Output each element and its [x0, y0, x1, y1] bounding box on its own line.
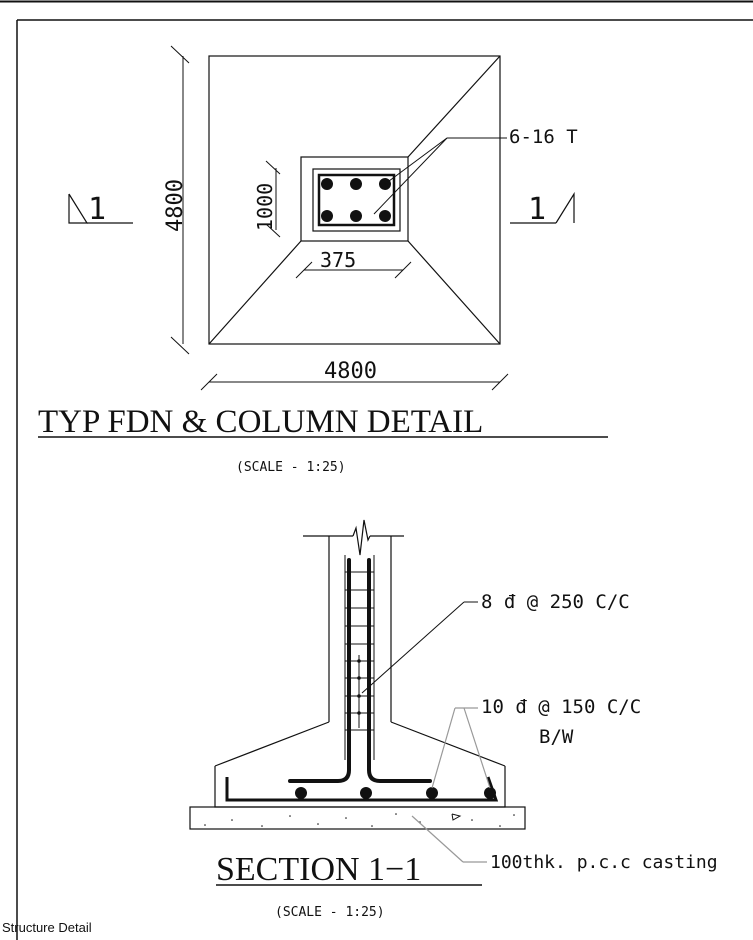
footing-plan — [208, 55, 501, 345]
rebar-leader — [373, 137, 507, 215]
column-bars — [321, 178, 391, 222]
pcc-aggregate — [451, 813, 462, 821]
bottom-bar-leader — [431, 707, 491, 789]
rebar-dot — [379, 210, 391, 222]
column-width-dimension-label: 375 — [320, 248, 356, 272]
bottom-bar-label: 10 đ @ 150 C/C — [481, 696, 641, 718]
column-outline — [312, 168, 401, 232]
section-title: SECTION 1−1 — [216, 851, 421, 888]
pcc-layer — [189, 806, 526, 830]
column-width-dimension — [295, 261, 412, 279]
column-height-dimension — [265, 160, 281, 238]
column-height-dimension-label: 1000 — [253, 183, 277, 231]
slope-line-br — [407, 240, 501, 345]
stirrup-leader — [361, 601, 478, 694]
height-dimension — [170, 45, 190, 355]
rebar-label: 6-16 T — [509, 126, 578, 148]
section-mark-left — [68, 193, 133, 224]
section-outline — [189, 519, 526, 830]
pedestal-outline — [300, 156, 409, 242]
pcc-label: 100thk. p.c.c casting — [490, 852, 718, 873]
section-mark-left-label: 1 — [88, 192, 106, 227]
main-bars — [288, 558, 432, 783]
plan-scale: (SCALE - 1:25) — [236, 460, 346, 475]
footing-outline — [208, 55, 501, 345]
pcc-hatch — [204, 813, 515, 827]
rebar-dot — [321, 178, 333, 190]
rebar-dot — [350, 210, 362, 222]
bottom-bar-dots — [295, 787, 496, 799]
stirrup-dots — [357, 659, 361, 715]
image-caption: Structure Detail — [2, 920, 92, 935]
slope-line-bl — [208, 240, 302, 345]
section-mark-right-label: 1 — [528, 192, 546, 227]
rebar-dot — [350, 178, 362, 190]
column-rebar-cage — [317, 173, 396, 227]
width-dimension-label: 4800 — [324, 359, 377, 384]
plan-title: TYP FDN & COLUMN DETAIL — [38, 404, 483, 440]
rebar-dot — [321, 210, 333, 222]
width-dimension — [200, 373, 509, 391]
section-mark-right — [510, 191, 575, 224]
pcc-leader — [411, 815, 487, 863]
section-scale: (SCALE - 1:25) — [275, 905, 385, 920]
height-dimension-label: 4800 — [163, 179, 188, 232]
slope-line-tr — [407, 55, 501, 158]
bottom-bar-note: B/W — [539, 726, 574, 748]
stirrup-label: 8 đ @ 250 C/C — [481, 591, 630, 613]
